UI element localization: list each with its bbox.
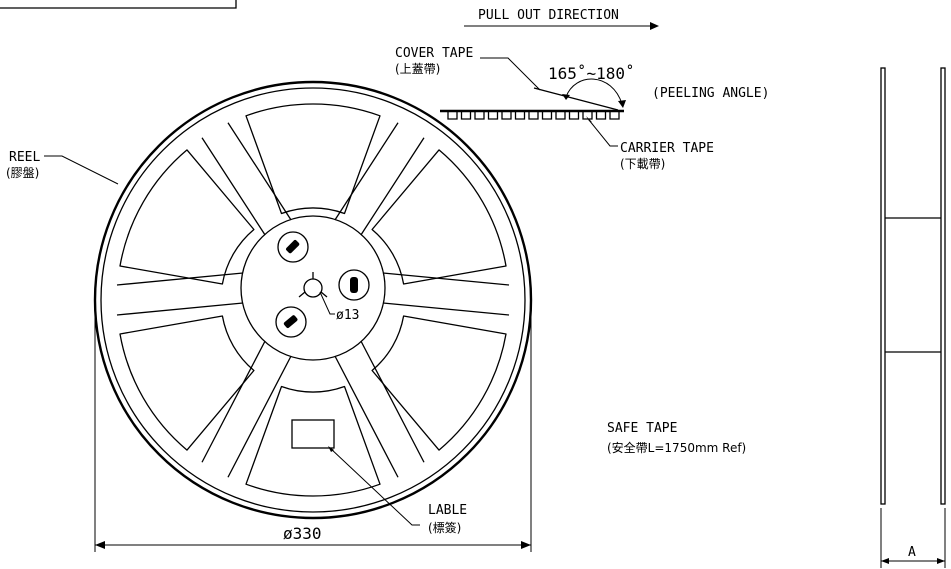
label-leader-arrow — [328, 446, 334, 452]
label-leader — [329, 447, 420, 526]
spoke-edge — [227, 122, 292, 221]
spoke-edge — [116, 302, 244, 316]
reel-diameter-dimension — [94, 300, 532, 552]
reel-hub-plate — [240, 215, 386, 361]
carrier-leader-arrow — [586, 116, 592, 122]
reel-spokes — [116, 122, 510, 478]
reel-outer-rim — [93, 80, 533, 520]
peel-angle-arc — [565, 78, 623, 105]
carrier-tape-cn-label: (下載帶) — [620, 157, 665, 171]
reel-window — [245, 103, 381, 215]
reel-window — [119, 149, 255, 285]
arc-arrow-right — [618, 100, 626, 108]
hub-diameter-leader — [319, 291, 335, 315]
side-flange-right — [940, 67, 946, 505]
safe-tape-label: SAFE TAPE — [607, 421, 677, 436]
hub-slot-bottom — [275, 306, 307, 338]
safe-tape-detail-label: (安全帶L=1750mm Ref) — [607, 440, 746, 455]
label-callout-label: LABLE — [428, 503, 467, 518]
side-flange-left — [880, 67, 886, 505]
reel-window — [371, 149, 507, 285]
hub-diameter-label: ø13 — [336, 308, 359, 323]
spoke-edge — [227, 355, 292, 478]
reel-front-view — [93, 80, 533, 520]
spoke-edge — [360, 137, 425, 236]
reel-side-view — [880, 67, 946, 568]
carrier-tape-leader — [588, 119, 618, 147]
arc-arrow-left — [562, 94, 570, 100]
cover-tape-leader — [480, 57, 541, 91]
reel-window — [245, 385, 381, 497]
reel-leader — [44, 155, 119, 185]
spoke-edge — [201, 137, 266, 236]
label-callout-cn-label: (標簽) — [428, 521, 461, 535]
spoke-edge — [360, 340, 425, 463]
spoke-edge — [334, 122, 399, 221]
spoke-edge — [382, 302, 510, 316]
reel-diameter-label: ø330 — [283, 524, 322, 543]
spoke-edge — [382, 272, 510, 286]
peel-angle-value: 165˚~180˚ — [548, 64, 635, 83]
reel-cn-label: (膠盤) — [6, 166, 39, 180]
carrier-tape — [440, 109, 624, 120]
reel-window — [371, 315, 507, 451]
carrier-tape-label: CARRIER TAPE — [620, 141, 714, 156]
pull-out-direction-label: PULL OUT DIRECTION — [478, 8, 619, 23]
hub-slot-right — [338, 269, 370, 301]
reel-inner-rim — [100, 87, 526, 513]
title-block-frame — [0, 0, 237, 9]
cover-tape-cn-label: (上蓋帶) — [395, 62, 440, 76]
reel-window — [119, 315, 255, 451]
width-dimension-label: A — [908, 545, 916, 560]
spoke-edge — [201, 340, 266, 463]
cover-tape-line — [533, 87, 619, 111]
reel-label: REEL — [9, 150, 40, 165]
peeling-angle-label: (PEELING ANGLE) — [652, 86, 769, 101]
hub-slot-top — [277, 231, 309, 263]
cover-tape-label: COVER TAPE — [395, 46, 473, 61]
label-area-rect — [291, 419, 335, 449]
spoke-edge — [116, 272, 244, 286]
reel-windows — [119, 103, 507, 497]
arbor-hole — [298, 272, 328, 298]
spoke-edge — [334, 355, 399, 478]
pull-out-direction-arrow — [464, 22, 659, 30]
